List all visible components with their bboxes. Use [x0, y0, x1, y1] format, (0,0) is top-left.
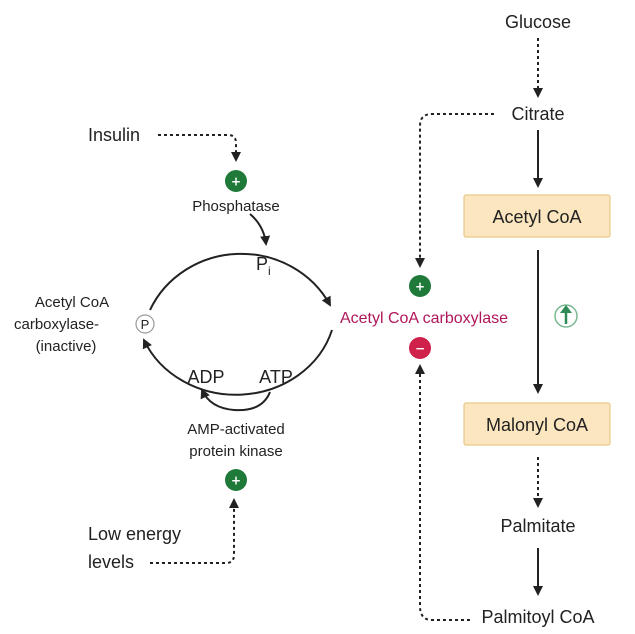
- citrate-activation-arrow: [415, 113, 494, 268]
- phosphatase-label: Phosphatase: [192, 198, 280, 215]
- atp-label: ATP: [259, 367, 293, 387]
- acetyl-coa-box: [463, 194, 611, 238]
- phosphate-group-icon: P: [135, 314, 155, 334]
- palmitoyl-inhibition-arrow: [415, 364, 470, 621]
- svg-text:+: +: [231, 175, 241, 189]
- svg-text:−: −: [415, 342, 425, 356]
- svg-text:P: P: [141, 317, 150, 332]
- inactive-enzyme-line3: (inactive): [36, 338, 97, 355]
- dephosphorylation-arc: [149, 252, 331, 311]
- palmitoyl-inhibitor-badge-icon: −: [409, 337, 431, 359]
- glucose-label: Glucose: [505, 12, 571, 32]
- acetyl-coa-carboxylase-active-label: Acetyl CoA carboxylase: [340, 310, 508, 327]
- insulin-activation-arrow: [158, 134, 241, 162]
- citrate-activator-badge-icon: +: [409, 275, 431, 297]
- low-energy-line1: Low energy: [88, 524, 181, 544]
- svg-text:+: +: [231, 474, 241, 488]
- low-energy-activator-badge-icon: +: [225, 469, 247, 491]
- phosphorylation-arc: [142, 329, 333, 396]
- pi-release-arrow: [249, 213, 271, 246]
- palmitate-label: Palmitate: [500, 516, 575, 536]
- malonyl-coa-box: [463, 402, 611, 446]
- pi-label: Pi: [256, 254, 271, 278]
- kinase-line2: protein kinase: [189, 443, 282, 460]
- adp-label: ADP: [187, 367, 224, 387]
- low-energy-line2: levels: [88, 552, 134, 572]
- palmitoyl-coa-label: Palmitoyl CoA: [481, 607, 594, 627]
- acetyl-coa-label: Acetyl CoA: [492, 207, 581, 227]
- citrate-label: Citrate: [511, 104, 564, 124]
- inactive-enzyme-line1: Acetyl CoA: [35, 294, 109, 311]
- kinase-line1: AMP-activated: [187, 421, 285, 438]
- increase-indicator-icon: [554, 304, 578, 328]
- inactive-enzyme-line2: carboxylase-: [14, 316, 99, 333]
- insulin-label: Insulin: [88, 125, 140, 145]
- svg-text:+: +: [415, 280, 425, 294]
- atp-to-adp-arrow: [200, 388, 271, 412]
- malonyl-coa-label: Malonyl CoA: [486, 415, 588, 435]
- insulin-activator-badge-icon: +: [225, 170, 247, 192]
